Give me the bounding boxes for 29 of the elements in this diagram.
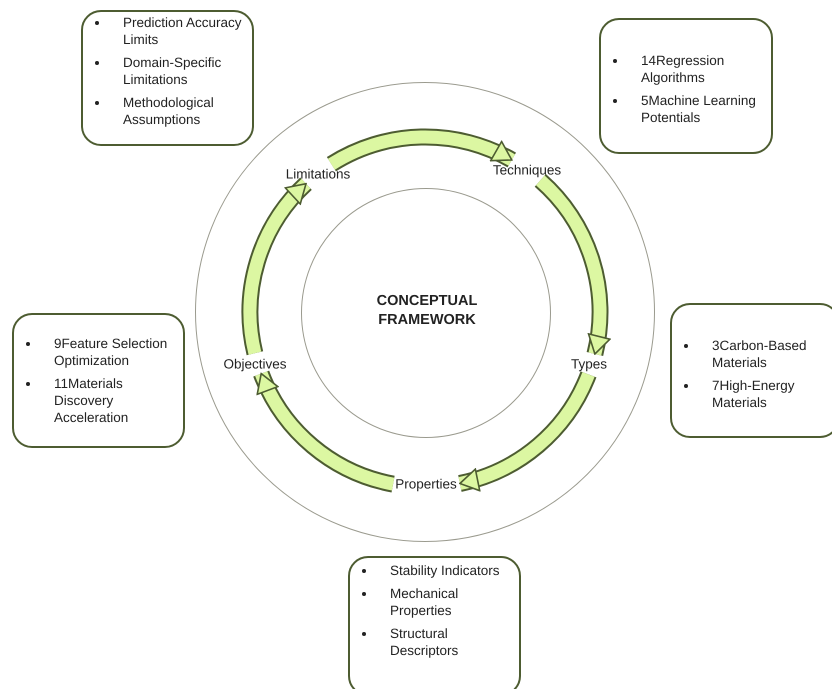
curved-arrow bbox=[327, 128, 516, 172]
curved-arrow bbox=[534, 174, 610, 356]
bullet-item: 14Regression Algorithms bbox=[641, 53, 724, 85]
bullet-list-box bbox=[670, 303, 832, 438]
bullet-item: Domain-Specific Limitations bbox=[123, 55, 222, 87]
bullet-item: Mechanical Properties bbox=[390, 586, 458, 618]
bullet-item: 7High-Energy Materials bbox=[712, 378, 795, 410]
circle bbox=[301, 188, 551, 438]
bullet-item: Prediction Accuracy Limits bbox=[123, 15, 242, 47]
stage-label: Objectives bbox=[223, 356, 287, 372]
stage-label: Properties bbox=[395, 476, 457, 492]
bullet-item: 9Feature Selection Optimization bbox=[54, 336, 168, 368]
bullet-item: 5Machine Learning Potentials bbox=[641, 93, 756, 125]
stage-label: Limitations bbox=[286, 166, 350, 182]
curved-arrow bbox=[458, 370, 596, 492]
bullet-item: Stability Indicators bbox=[390, 563, 500, 578]
bullet-list-box bbox=[599, 18, 773, 154]
stage-label: Techniques bbox=[492, 162, 562, 178]
bullet-item: 11Materials Discovery Acceleration bbox=[54, 376, 128, 425]
stage-label: Types bbox=[570, 356, 608, 372]
bullet-item: 3Carbon-Based Materials bbox=[712, 338, 807, 370]
bullet-list-box bbox=[12, 313, 185, 448]
curved-arrow bbox=[253, 370, 396, 492]
center-title: CONCEPTUAL FRAMEWORK bbox=[376, 292, 478, 330]
bullet-item: Structural Descriptors bbox=[390, 626, 458, 658]
bullet-list-box bbox=[348, 556, 521, 689]
bullet-list-box bbox=[81, 10, 254, 146]
bullet-item: Methodological Assumptions bbox=[123, 95, 214, 127]
curved-arrow bbox=[242, 178, 312, 355]
